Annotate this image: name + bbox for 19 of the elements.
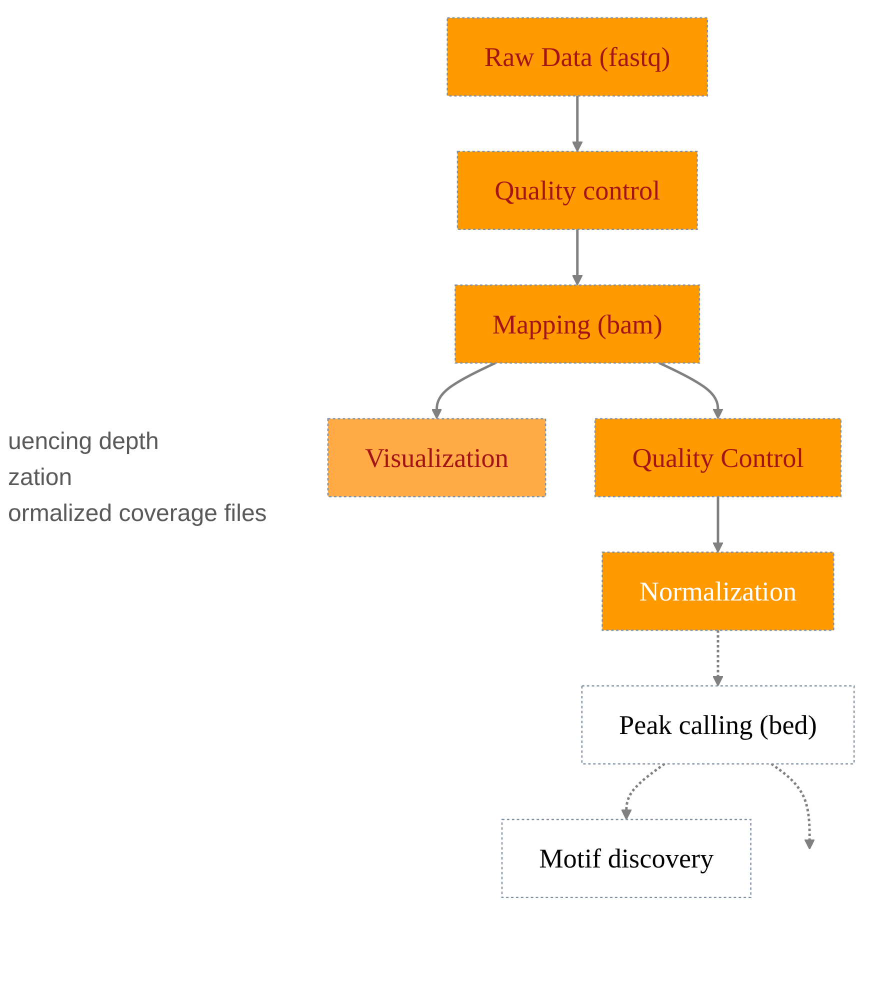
node-box: Mapping (bam) — [454, 284, 700, 364]
note-text: ormalized coverage files — [8, 500, 268, 528]
arrow — [431, 362, 496, 420]
node-box: Peak calling (bed) — [581, 685, 855, 764]
note-text: uencing depth — [8, 428, 160, 456]
node-box: Quality control — [456, 150, 698, 230]
node-box: Visualization — [327, 418, 546, 498]
arrow — [712, 496, 724, 553]
note-text: zation — [8, 464, 74, 492]
node-box: Raw Data (fastq) — [446, 17, 708, 96]
arrow — [712, 630, 724, 686]
arrow — [572, 229, 583, 286]
arrow — [658, 362, 724, 420]
node-box: Motif discovery — [501, 818, 752, 898]
arrow — [770, 762, 816, 850]
node-box: Quality Control — [594, 418, 842, 498]
arrow — [572, 96, 583, 152]
arrow — [620, 762, 666, 820]
node-box: Normalization — [602, 552, 834, 631]
